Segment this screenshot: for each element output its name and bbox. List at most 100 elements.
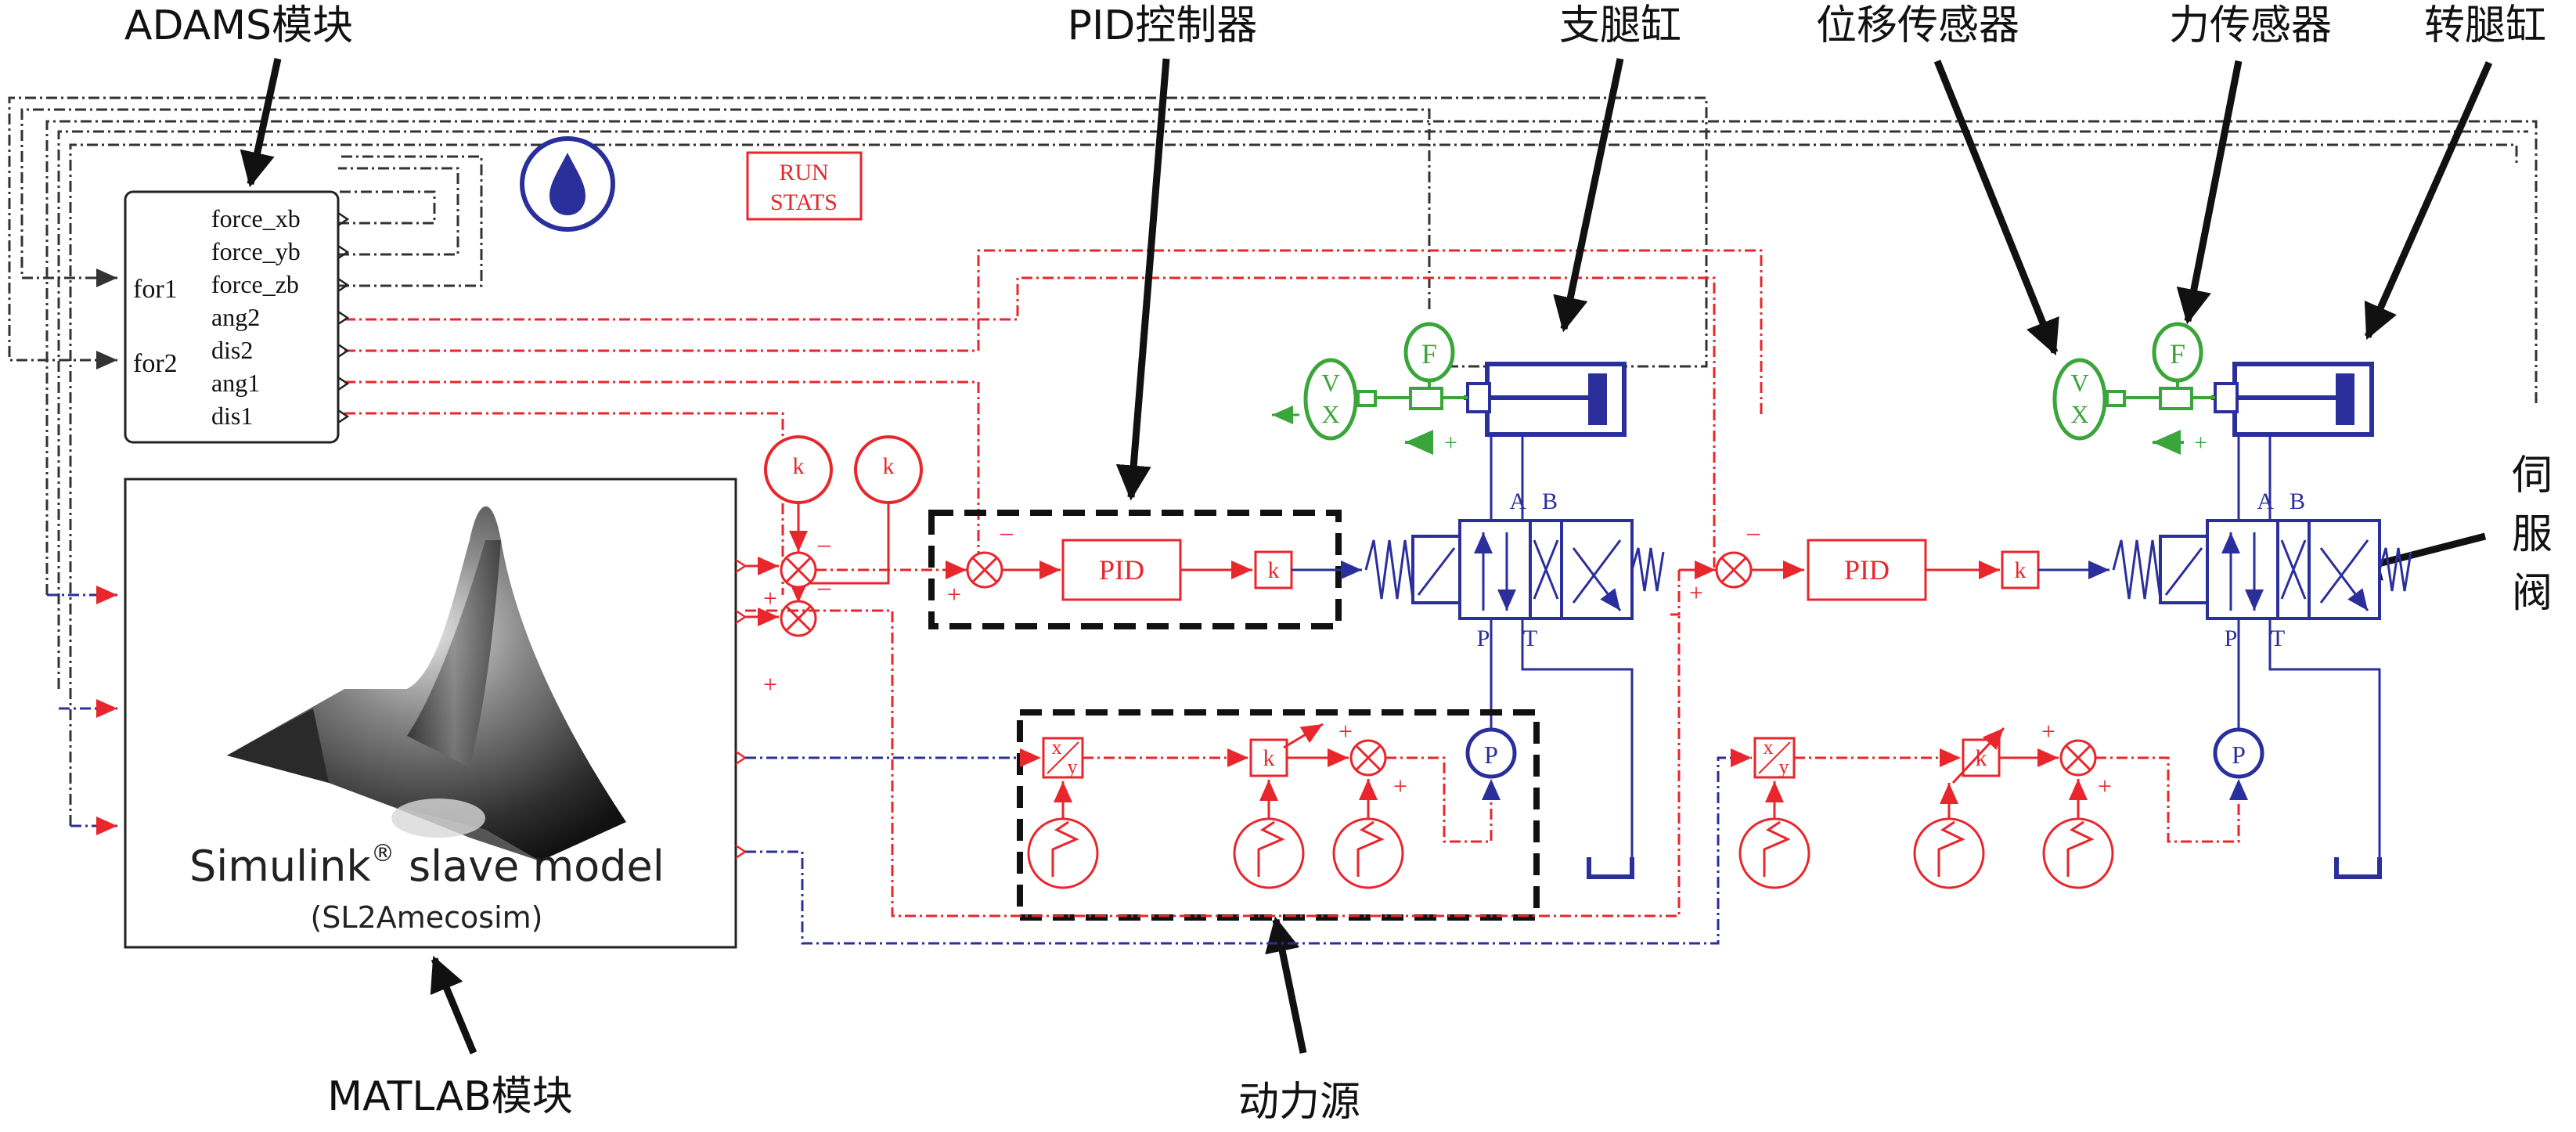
force-sensor-1-label: F (1421, 338, 1437, 370)
pid2-gain-label: k (2015, 557, 2027, 583)
pump-1[interactable] (1465, 727, 1517, 779)
force-sensor-2[interactable]: F (2152, 322, 2203, 388)
sum-junction-1[interactable]: – + (763, 529, 831, 612)
pid2-gain[interactable] (2001, 550, 2040, 589)
force-sensor-2-label: F (2170, 338, 2185, 370)
pid-controller-1[interactable]: – + PID k (816, 517, 1362, 608)
matlab-block[interactable]: Simulink ® slave model (SL2Amecosim) (124, 478, 748, 949)
signal-generators-2 (1738, 779, 2114, 889)
disp-sensor-2-x: X (2070, 400, 2088, 428)
ref-gain-1-label: k (793, 453, 805, 479)
ref-gain-2[interactable]: k (789, 435, 923, 603)
callout-support-cylinder: 支腿缸 (1559, 2, 1681, 49)
valve1-port-b: B (1542, 488, 1558, 514)
valve2-port-t: T (2271, 625, 2285, 651)
mult1-y: y (1068, 755, 1078, 778)
simulink-label: Simulink (189, 842, 371, 891)
adams-output-ang2: ang2 (211, 303, 260, 331)
callout-pid-arrow (1115, 58, 1170, 501)
disp-sensor-2-v: V (2070, 369, 2088, 397)
adams-output-dis1: dis1 (211, 402, 253, 430)
disp-sensor-1-v: V (1321, 369, 1339, 397)
callouts: ADAMS模块 PID控制器 支腿缸 位移传感器 力传感器 转腿缸 伺 服 阀 … (124, 2, 2553, 1126)
support-cylinder[interactable] (1464, 362, 1627, 437)
ref-gain-1[interactable]: k (764, 435, 833, 552)
power-gain-2-label: k (1976, 745, 1987, 771)
power-source-1[interactable]: x y k + + P (745, 717, 1517, 843)
power-sum-2-plus-b: + (2098, 772, 2112, 800)
adams-output-force-xb: force_xb (211, 204, 301, 233)
matlab-output-ports (735, 558, 748, 860)
disp-sensor-1-x: X (1321, 400, 1339, 428)
pid2-sum-plus: + (1689, 579, 1703, 607)
callout-matlab-arrow (430, 955, 477, 1054)
callout-servo-2: 服 (2512, 511, 2553, 558)
callout-support-cylinder-arrow (1553, 58, 1624, 333)
callout-force-sensor: 力传感器 (2169, 2, 2332, 49)
valve2-port-a: A (2257, 488, 2274, 514)
mult2-x: x (1764, 736, 1774, 759)
callout-displacement-sensor: 位移传感器 (1816, 2, 2019, 49)
run-stats-block[interactable]: RUN STATS (746, 151, 863, 221)
run-stats-line2: STATS (770, 189, 838, 215)
drop-icon (549, 153, 585, 215)
matlab-input-arrows (47, 586, 117, 835)
pid1-gain-label: k (1268, 557, 1280, 583)
callout-servo-3: 阀 (2512, 570, 2553, 617)
matlab-peaks-logo (227, 506, 626, 861)
pid1-block[interactable] (1061, 539, 1182, 601)
adams-block[interactable]: for1 for2 force_xb force_yb force_zb ang… (124, 190, 350, 444)
callout-displacement-sensor-arrow (1933, 59, 2059, 356)
callout-adams: ADAMS模块 (124, 2, 353, 49)
simulink-reg: ® (371, 840, 395, 867)
power-sum-1-plus-b: + (1393, 772, 1407, 800)
valve2-lines (2237, 434, 2382, 879)
mult1-x: x (1052, 736, 1062, 759)
callout-rotate-cylinder-arrow (2364, 61, 2493, 341)
mult2-y: y (1779, 755, 1789, 778)
pid-controller-2[interactable]: – + PID k (1667, 517, 2109, 616)
pump-2[interactable] (2213, 727, 2264, 779)
sum2-minus: – (817, 572, 831, 600)
servo-valve-1[interactable]: A B P T (1364, 488, 1665, 651)
adams-block-body[interactable] (124, 190, 340, 444)
power-gain-1-label: k (1263, 745, 1275, 771)
simulink-slave-model: slave model (409, 842, 665, 891)
callout-pid: PID控制器 (1068, 2, 1258, 49)
displacement-sensor-2[interactable]: V X + (2052, 358, 2215, 456)
servo-valve-2[interactable]: A B P T (2112, 488, 2412, 651)
sum2-plus: + (763, 670, 777, 698)
adams-output-force-yb: force_yb (211, 237, 301, 265)
pid2-label: PID (1844, 554, 1890, 586)
pid1-sum-plus: + (947, 580, 961, 608)
power-source-2[interactable]: x y k + + P (745, 717, 2264, 945)
power-gain-1[interactable] (1249, 738, 1288, 777)
displacement-sensor-1[interactable]: V X + (1272, 358, 1468, 456)
pid2-sum-minus: – (1746, 517, 1760, 546)
pid2-block[interactable] (1807, 539, 1927, 601)
force-sensor-1[interactable]: F (1403, 322, 1455, 388)
adams-input-for1: for1 (133, 275, 178, 304)
power-sum-1-plus-a: + (1338, 717, 1353, 745)
signal-generators-1 (1027, 779, 1404, 889)
ref-gain-2-label: k (883, 453, 895, 479)
callout-power-arrow (1265, 916, 1307, 1054)
pump-2-label: P (2232, 741, 2246, 769)
pid1-sum-minus: – (1000, 517, 1014, 546)
adams-signal-wires (344, 249, 1763, 595)
callout-power: 动力源 (1238, 1079, 1360, 1126)
adams-output-ang1: ang1 (211, 369, 260, 397)
adams-output-ports (337, 211, 350, 424)
rotate-cylinder[interactable] (2211, 362, 2374, 437)
callout-servo-1: 伺 (2512, 452, 2553, 499)
adams-output-force-zb: force_zb (211, 270, 299, 298)
pid1-label: PID (1099, 554, 1144, 586)
fluid-properties-icon[interactable] (520, 136, 615, 232)
disp-sensor-1-plus: + (1444, 430, 1457, 456)
simulink-sublabel: (SL2Amecosim) (310, 900, 542, 935)
callout-force-sensor-arrow (2176, 60, 2243, 325)
sum1-plus: + (763, 584, 777, 612)
run-stats-line1: RUN (779, 160, 828, 186)
